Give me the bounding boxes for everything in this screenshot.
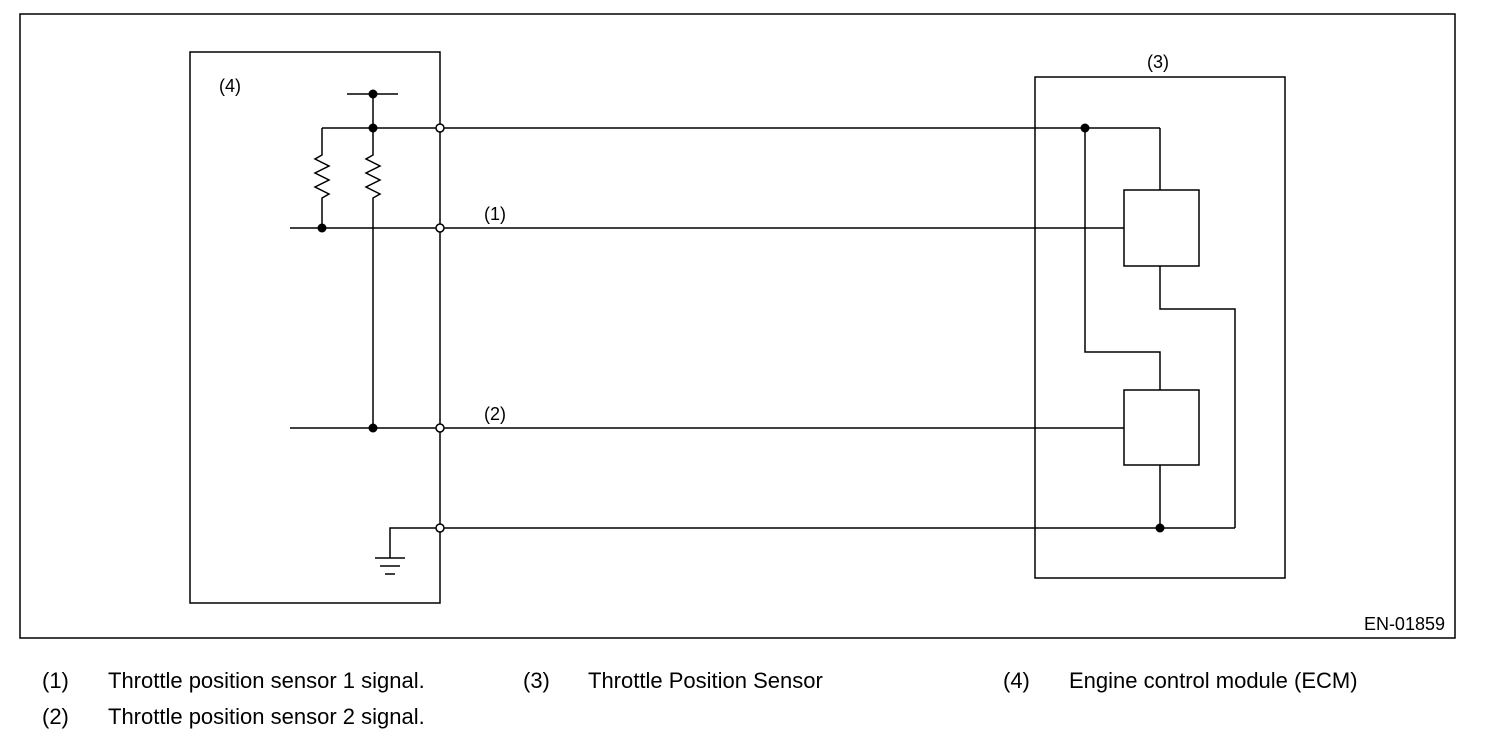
legend-text-2: Throttle position sensor 2 signal. (108, 704, 425, 729)
wire1-label: (1) (484, 204, 506, 224)
sensor-element-2 (1123, 389, 1200, 466)
ecm-box (189, 51, 441, 604)
terminal-signal1 (435, 223, 445, 233)
legend-text-4: Engine control module (ECM) (1069, 668, 1358, 693)
terminal-ground (435, 523, 445, 533)
legend-num-1: (1) (42, 668, 69, 693)
supply-to-element2 (1084, 128, 1161, 390)
diagram-frame (19, 13, 1456, 639)
terminal-signal2 (435, 423, 445, 433)
legend-text-1: Throttle position sensor 1 signal. (108, 668, 425, 693)
ecm-label: (4) (219, 76, 241, 96)
sensor-ground-node (1155, 523, 1165, 533)
legend-num-3: (3) (523, 668, 550, 693)
element1-ground (1159, 266, 1236, 528)
terminal-supply (435, 123, 445, 133)
pullup-resistor-2 (364, 128, 382, 428)
figure-code: EN-01859 (1364, 614, 1445, 634)
power-node (368, 89, 378, 99)
sensor-box (1034, 76, 1286, 579)
wire2-label: (2) (484, 404, 506, 424)
legend-num-2: (2) (42, 704, 69, 729)
wiring-diagram: (4) (3) (1) (2) EN-01859 (19, 13, 1456, 639)
pullup-resistor-1 (313, 128, 331, 228)
ground-line-internal (389, 527, 436, 558)
legend-text-3: Throttle Position Sensor (588, 668, 823, 693)
sensor-label: (3) (1147, 52, 1169, 72)
sensor-element-1 (1123, 189, 1200, 267)
legend-num-4: (4) (1003, 668, 1030, 693)
